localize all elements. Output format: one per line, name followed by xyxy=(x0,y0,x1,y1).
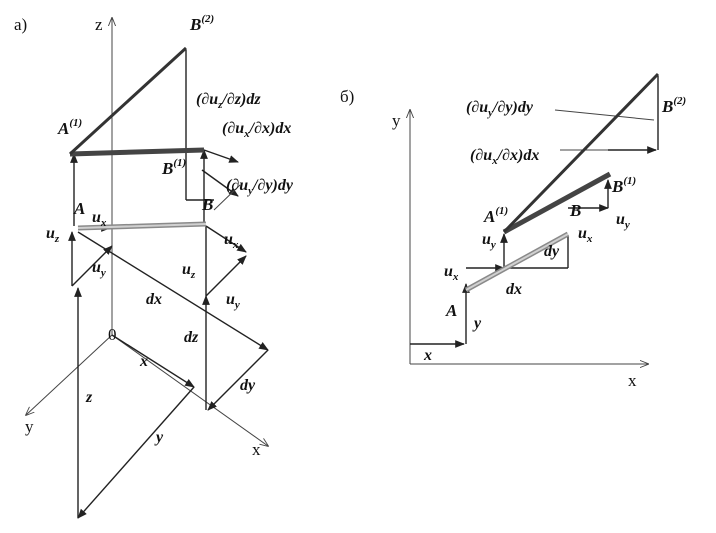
b-segment-a1b2 xyxy=(502,72,660,234)
segment-a1b2 xyxy=(68,46,188,156)
b-label-dx: dx xyxy=(506,281,522,298)
label-duz-dz: (∂uz/∂z)dz xyxy=(196,91,261,111)
panel-a: а) z y x 0 xyxy=(14,13,294,519)
label-uz-left: uz xyxy=(46,225,60,245)
segment-a1b1 xyxy=(69,147,205,157)
b-label-uy-left: uy xyxy=(482,231,496,251)
panel-b: б) y x (∂uy/∂y)dy (∂ux/∂x)dx B(2) B(1) A xyxy=(340,72,686,390)
b-label-duy-dy: (∂uy/∂y)dy xyxy=(466,99,534,119)
y-coordinate-line xyxy=(77,386,195,519)
b-label-b1: B(1) xyxy=(611,175,636,196)
b-duy-pointer xyxy=(554,109,655,121)
duy-arrow xyxy=(201,169,239,197)
b-axis-x-label: x xyxy=(628,371,637,390)
panel-b-tag: б) xyxy=(340,87,354,106)
b-axis-y-label: y xyxy=(392,111,401,130)
label-uy-left: uy xyxy=(92,259,106,279)
label-dx: dx xyxy=(146,291,162,308)
label-ux-top: ux xyxy=(92,209,107,229)
segment-ab-highlight xyxy=(77,223,207,229)
b-label-b2: B(2) xyxy=(661,95,686,116)
label-a: A xyxy=(73,199,85,218)
label-dz: dz xyxy=(184,329,199,346)
label-x: x xyxy=(139,353,148,370)
b-label-ux-right: ux xyxy=(578,225,593,245)
label-y: y xyxy=(154,429,164,446)
label-b1: B(1) xyxy=(161,157,186,178)
label-uz-right: uz xyxy=(182,261,196,281)
b-label-a: A xyxy=(445,301,457,320)
label-z: z xyxy=(85,389,93,406)
label-b2: B(2) xyxy=(189,13,214,34)
b-segment-a1b1 xyxy=(502,171,612,235)
label-b: B xyxy=(201,195,213,214)
axis-y-label: y xyxy=(25,417,34,436)
duy-tick xyxy=(213,184,241,211)
label-ux-right: ux xyxy=(224,231,239,251)
dy-line xyxy=(207,349,269,411)
ux-arrow-b xyxy=(205,225,247,253)
uy-arrow-a xyxy=(71,245,113,287)
y-axis xyxy=(26,334,113,415)
dux-arrow xyxy=(203,149,239,163)
b-segment-ab-highlight xyxy=(465,233,569,291)
label-a1: A(1) xyxy=(57,117,82,138)
b-label-dux-dx: (∂ux/∂x)dx xyxy=(470,147,539,167)
label-dux-dx: (∂ux/∂x)dx xyxy=(222,120,291,140)
b-label-x: x xyxy=(423,347,432,364)
panel-a-tag: а) xyxy=(14,15,27,34)
label-uy-right: uy xyxy=(226,291,240,311)
axis-x-label: x xyxy=(252,440,261,459)
b-label-y: y xyxy=(472,315,482,332)
uy-arrow-b xyxy=(205,255,247,297)
label-dy: dy xyxy=(240,377,256,394)
x-coordinate-line xyxy=(111,334,195,388)
axis-z-label: z xyxy=(95,15,103,34)
b-label-dy: dy xyxy=(544,243,560,260)
label-duy-dy: (∂uy/∂y)dy xyxy=(226,177,294,197)
dx-line xyxy=(77,231,269,351)
b-label-b: B xyxy=(569,201,581,220)
b-label-a1: A(1) xyxy=(483,205,508,226)
b-label-ux-left: ux xyxy=(444,263,459,283)
origin-label: 0 xyxy=(108,325,117,344)
b-label-uy-right: uy xyxy=(616,211,630,231)
